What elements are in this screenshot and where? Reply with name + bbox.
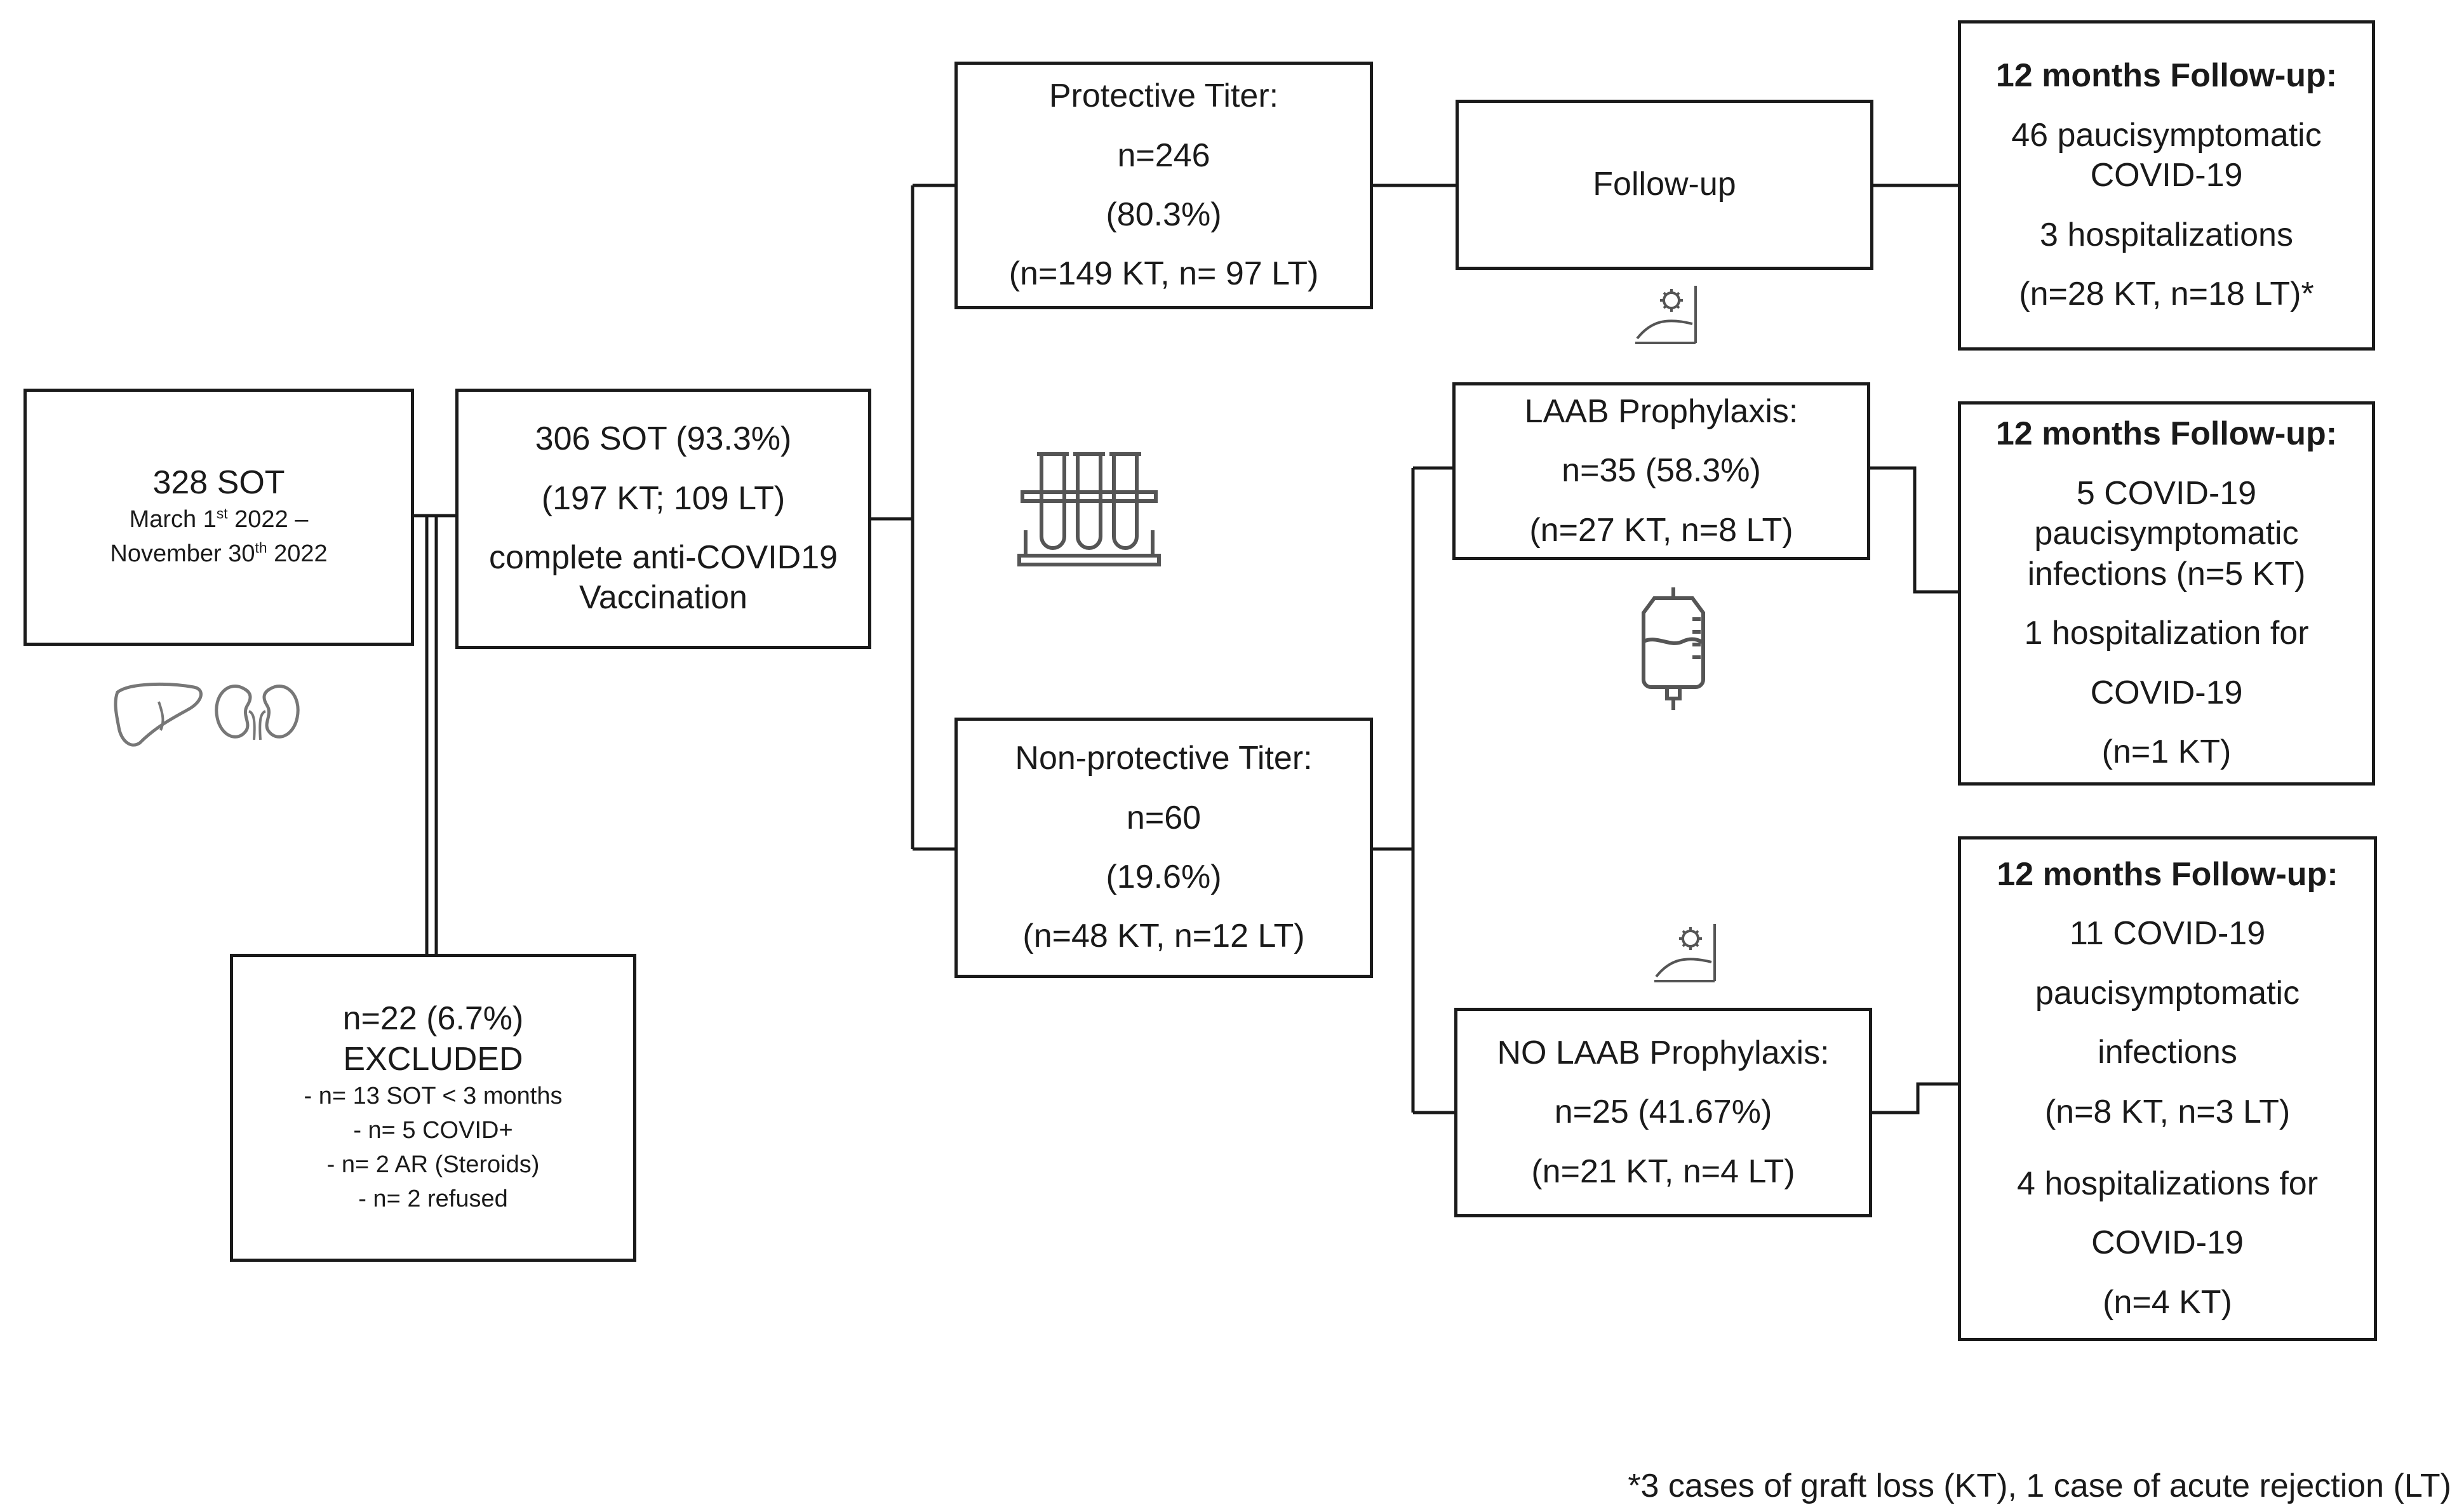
outcome-box-laab: 12 months Follow-up: 5 COVID-19 paucisym…	[1958, 401, 2375, 786]
outcome2-line2: paucisymptomatic	[2034, 515, 2299, 552]
excluded-label: EXCLUDED	[343, 1040, 523, 1078]
start-date-line1: March 1st 2022 –	[129, 505, 309, 533]
start-date-line2: November 30th 2022	[110, 539, 328, 568]
outcome2-title: 12 months Follow-up:	[1995, 415, 2338, 453]
footnote: *3 cases of graft loss (KT), 1 case of a…	[1628, 1468, 2451, 1504]
start-box: 328 SOT March 1st 2022 – November 30th 2…	[23, 389, 414, 646]
enrolled-box: 306 SOT (93.3%) (197 KT; 109 LT) complet…	[455, 389, 871, 649]
nonprotective-line3: (19.6%)	[1106, 859, 1222, 895]
excluded-item: - n= 2 AR (Steroids)	[326, 1151, 540, 1178]
nolaab-line2: n=25 (41.67%)	[1554, 1094, 1772, 1131]
excluded-item: - n= 5 COVID+	[353, 1116, 513, 1144]
liver-icon	[114, 682, 203, 747]
outcome3-line4: (n=8 KT, n=3 LT)	[2044, 1093, 2291, 1130]
enrolled-line1: 306 SOT (93.3%)	[535, 420, 792, 458]
laab-line2: n=35 (58.3%)	[1562, 452, 1761, 490]
excluded-item: - n= 13 SOT < 3 months	[304, 1083, 563, 1110]
excluded-box: n=22 (6.7%) EXCLUDED - n= 13 SOT < 3 mon…	[230, 954, 636, 1262]
enrolled-line4: Vaccination	[579, 579, 747, 617]
followup-box: Follow-up	[1456, 100, 1873, 270]
outcome1-line3: 3 hospitalizations	[2040, 216, 2293, 253]
outcome2-line4: 1 hospitalization for	[2024, 615, 2309, 652]
followup-label: Follow-up	[1593, 166, 1736, 203]
nonprotective-titer-box: Non-protective Titer: n=60 (19.6%) (n=48…	[954, 718, 1373, 978]
protective-titer-box: Protective Titer: n=246 (80.3%) (n=149 K…	[954, 62, 1373, 309]
laab-line1: LAAB Prophylaxis:	[1524, 392, 1798, 430]
nonprotective-line2: n=60	[1126, 799, 1202, 836]
outcome-box-protective: 12 months Follow-up: 46 paucisymptomatic…	[1958, 20, 2375, 351]
outcome3-line7: (n=4 KT)	[2103, 1283, 2232, 1321]
nolaab-line3: (n=21 KT, n=4 LT)	[1531, 1153, 1795, 1190]
protective-line3: (80.3%)	[1106, 196, 1222, 233]
outcome2-line3: infections (n=5 KT)	[2027, 555, 2306, 592]
excluded-count: n=22 (6.7%)	[342, 1000, 524, 1038]
outcome2-line1: 5 COVID-19	[2076, 474, 2257, 512]
nonprotective-line4: (n=48 KT, n=12 LT)	[1022, 918, 1305, 955]
kidneys-icon	[215, 685, 300, 740]
outcome3-line5: 4 hospitalizations for	[2016, 1165, 2319, 1202]
outcome2-line6: (n=1 KT)	[2101, 733, 2232, 771]
nolaab-line1: NO LAAB Prophylaxis:	[1497, 1034, 1830, 1071]
outcome1-line2: COVID-19	[2090, 157, 2243, 194]
outcome3-title: 12 months Follow-up:	[1997, 855, 2338, 893]
outcome1-line1: 46 paucisymptomatic	[2011, 116, 2322, 154]
outcome3-line1: 11 COVID-19	[2069, 915, 2266, 953]
no-laab-prophylaxis-box: NO LAAB Prophylaxis: n=25 (41.67%) (n=21…	[1454, 1008, 1872, 1217]
outcome3-line2: paucisymptomatic	[2035, 974, 2300, 1012]
outcome3-line3: infections	[2098, 1034, 2237, 1071]
enrolled-line2: (197 KT; 109 LT)	[541, 479, 786, 517]
iv-bag-icon	[1642, 587, 1705, 710]
nonprotective-line1: Non-protective Titer:	[1015, 740, 1313, 777]
enrolled-line3: complete anti-COVID19	[488, 539, 838, 576]
virus-curve-icon	[1654, 924, 1716, 982]
outcome-box-no-laab: 12 months Follow-up: 11 COVID-19 paucisy…	[1958, 836, 2377, 1341]
protective-line4: (n=149 KT, n= 97 LT)	[1008, 255, 1319, 293]
laab-line3: (n=27 KT, n=8 LT)	[1529, 511, 1793, 549]
excluded-item: - n= 2 refused	[358, 1185, 508, 1212]
test-tubes-icon	[1017, 452, 1161, 566]
outcome2-line5: COVID-19	[2090, 674, 2243, 711]
outcome3-line6: COVID-19	[2091, 1224, 2244, 1262]
outcome1-line4: (n=28 KT, n=18 LT)*	[2019, 276, 2314, 313]
protective-line2: n=246	[1117, 137, 1210, 174]
virus-curve-icon	[1635, 286, 1697, 344]
outcome1-title: 12 months Follow-up:	[1995, 57, 2338, 95]
start-title: 328 SOT	[152, 464, 285, 501]
laab-prophylaxis-box: LAAB Prophylaxis: n=35 (58.3%) (n=27 KT,…	[1452, 382, 1870, 560]
protective-line1: Protective Titer:	[1048, 77, 1279, 115]
